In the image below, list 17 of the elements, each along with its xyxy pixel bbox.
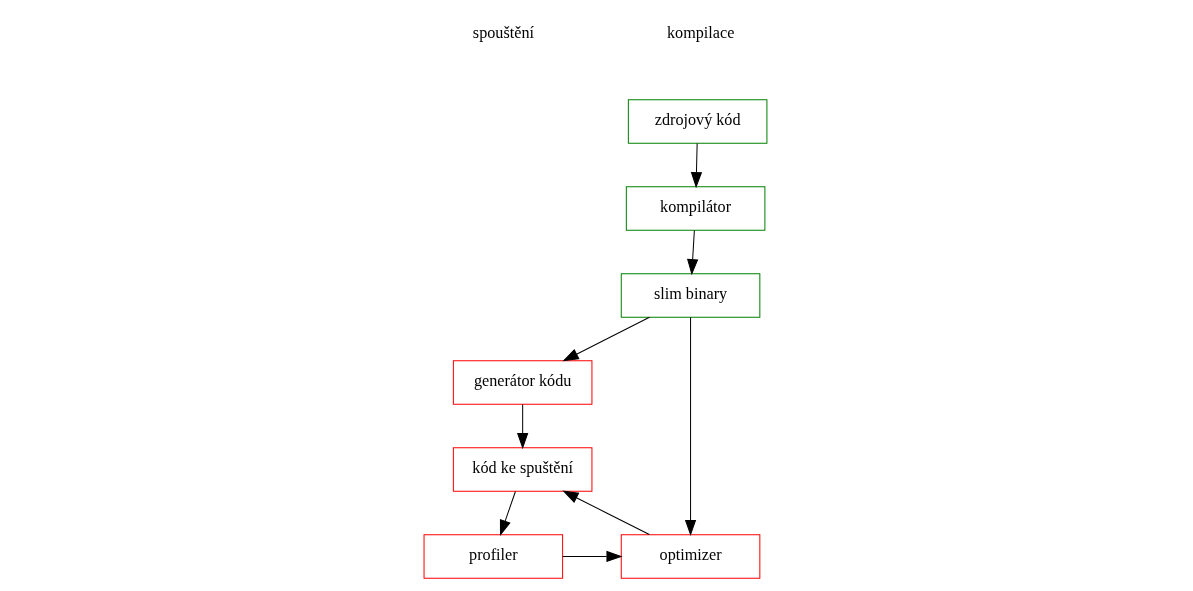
node-box: kompilátor (625, 186, 765, 231)
node-box: slim binary (620, 273, 760, 318)
node-box: generátor kódu (452, 360, 592, 405)
node-box: zdrojový kód (627, 99, 767, 144)
node-box: optimizer (620, 534, 760, 579)
arrow (499, 490, 516, 537)
arrow (562, 316, 650, 362)
node-box: profiler (423, 534, 563, 579)
arrow (561, 490, 650, 536)
arrow (516, 404, 528, 450)
arrow (684, 316, 696, 537)
label: kompilace (666, 24, 734, 42)
arrow (561, 550, 623, 563)
arrow (690, 143, 702, 189)
label: spouštění (472, 24, 534, 42)
node-box: kód ke spuštění (452, 447, 592, 492)
arrow (686, 230, 698, 276)
